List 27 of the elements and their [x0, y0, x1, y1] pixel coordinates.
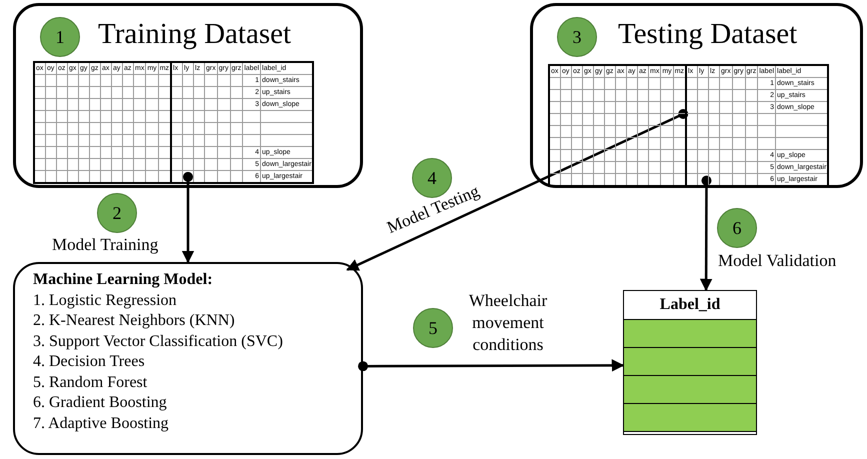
panel-title: Training Dataset	[98, 18, 292, 51]
edge-label: Model Validation	[718, 251, 836, 271]
edge-label: Model Training	[52, 235, 158, 255]
step-number-badge: 6	[717, 208, 757, 248]
panel-heading: Machine Learning Model:	[33, 270, 214, 290]
list-item: 3. Support Vector Classification (SVC)	[33, 332, 284, 352]
dataset-panel	[13, 3, 363, 188]
list-item: 4. Decision Trees	[33, 352, 146, 372]
list-item: 2. K-Nearest Neighbors (KNN)	[33, 311, 236, 331]
step-number-badge: 1	[40, 17, 80, 57]
edge-label: Wheelchair movement conditions	[468, 290, 548, 356]
arrow	[346, 109, 688, 271]
step-number-badge: 2	[97, 193, 137, 233]
panel-title: Testing Dataset	[618, 18, 798, 51]
list-item: 7. Adaptive Boosting	[33, 414, 170, 434]
model-panel	[13, 262, 363, 455]
list-item: 5. Random Forest	[33, 372, 148, 392]
dataset-panel	[530, 3, 863, 188]
list-item: 6. Gradient Boosting	[33, 393, 168, 413]
label-table	[623, 290, 757, 435]
step-number-badge: 4	[412, 158, 452, 198]
arrow	[700, 176, 712, 292]
arrow	[182, 172, 194, 264]
list-item: 1. Logistic Regression	[33, 290, 178, 310]
step-number-badge: 3	[557, 17, 597, 57]
step-number-badge: 5	[413, 308, 453, 348]
arrow	[358, 359, 624, 372]
